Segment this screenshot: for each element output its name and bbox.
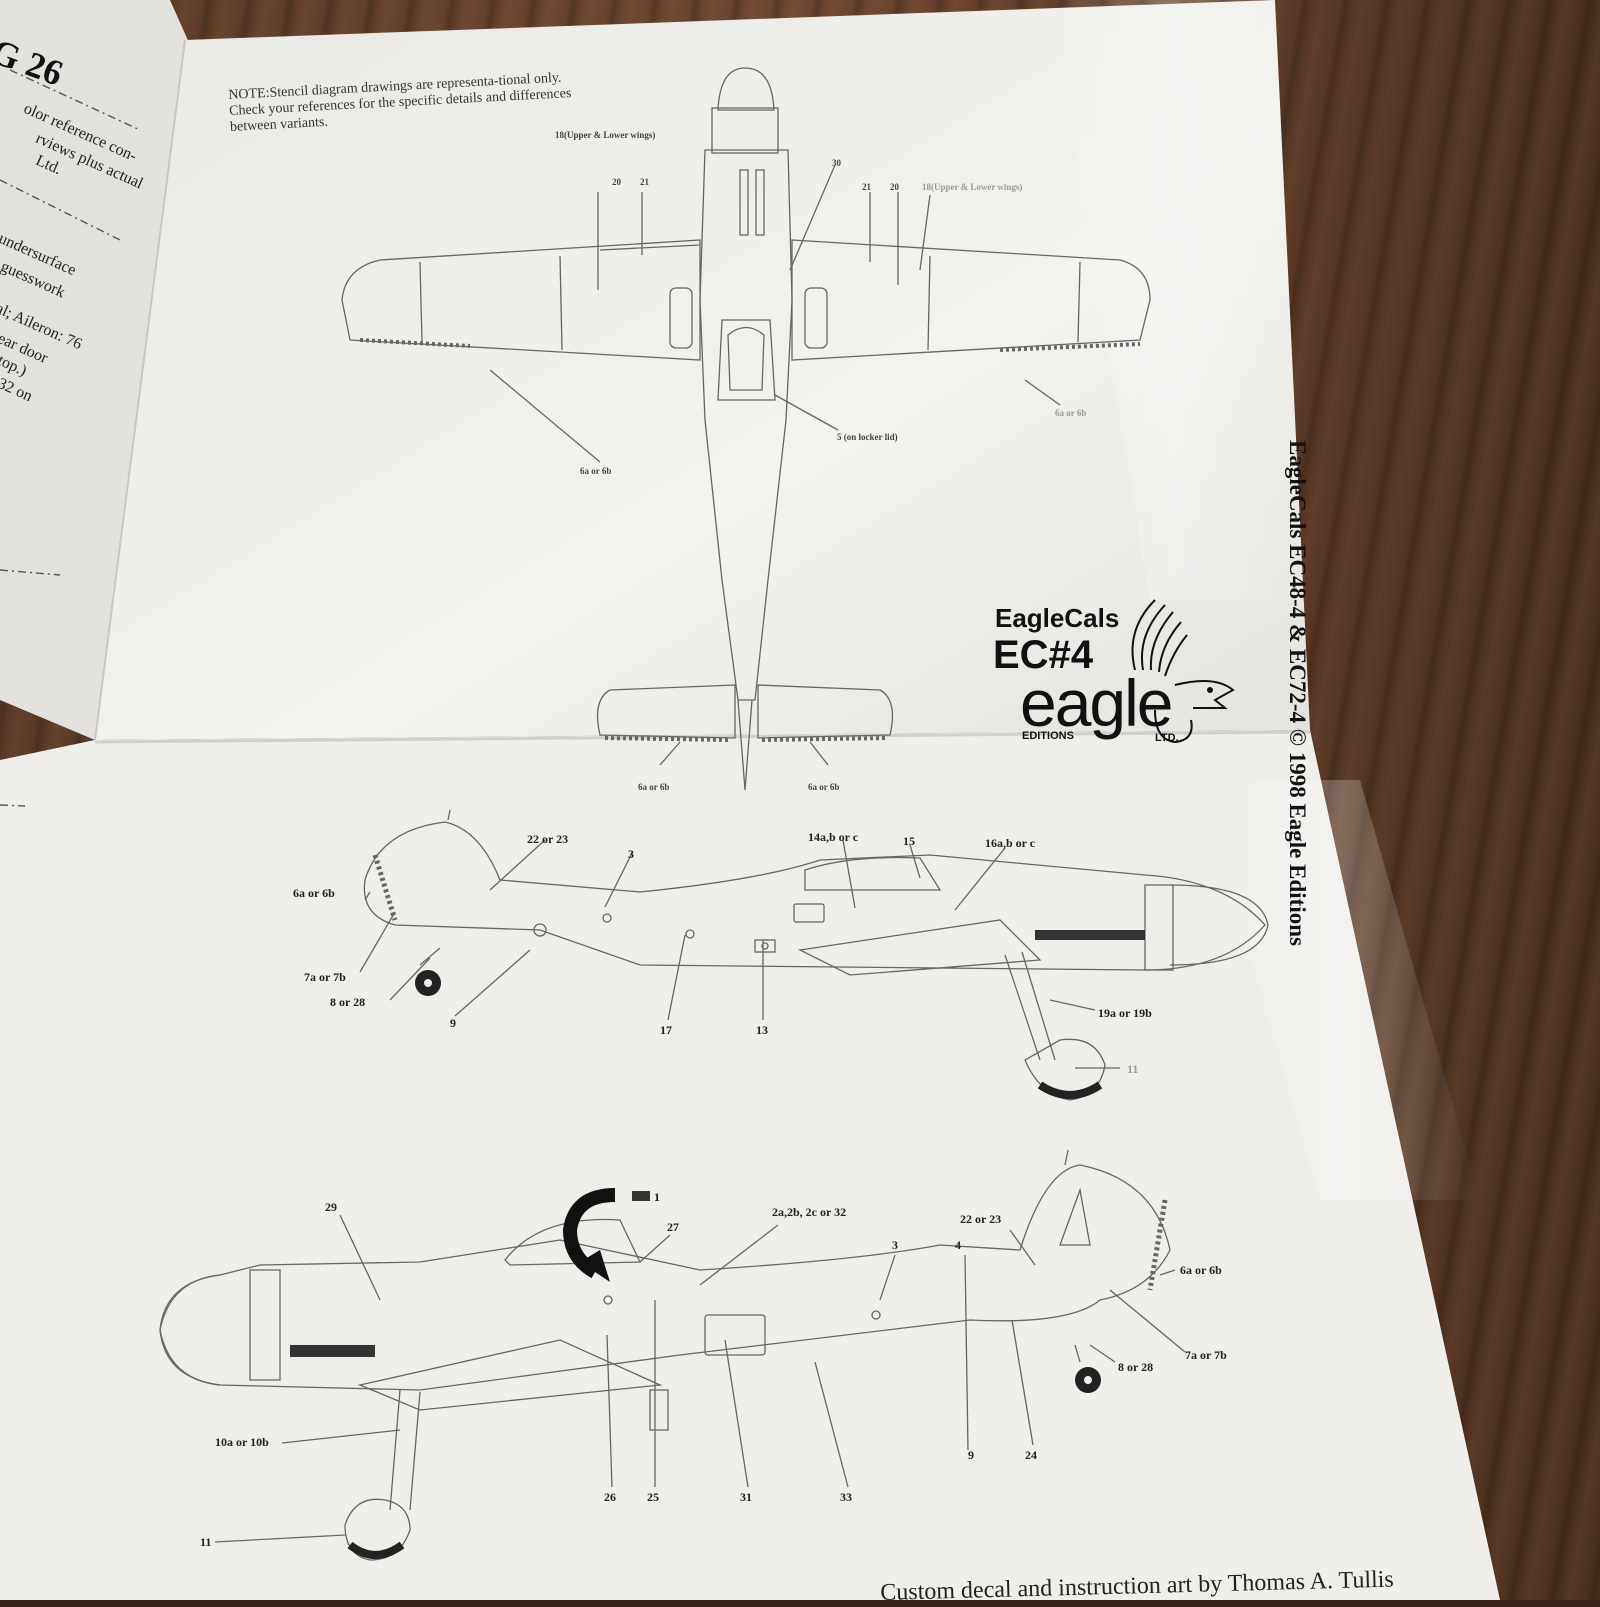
top-view-diagram bbox=[341, 67, 1151, 791]
label-17: 17 bbox=[660, 1023, 672, 1037]
label-15: 15 bbox=[903, 834, 915, 848]
label-10ab: 10a or 10b bbox=[215, 1435, 269, 1449]
decal-1-swatch bbox=[632, 1191, 650, 1201]
label-24: 24 bbox=[1025, 1448, 1037, 1462]
label-6ab-b: 6a or 6b bbox=[1180, 1263, 1222, 1277]
label-1: 1 bbox=[654, 1190, 660, 1204]
left-fold-line bbox=[94, 39, 186, 741]
label-6ab-tail-left: 6a or 6b bbox=[638, 782, 670, 792]
label-20-left: 20 bbox=[612, 177, 621, 187]
label-6ab-wing-right: 6a or 6b bbox=[1055, 408, 1087, 418]
label-29: 29 bbox=[325, 1200, 337, 1214]
label-20-right: 20 bbox=[890, 182, 899, 192]
label-30: 30 bbox=[832, 158, 841, 168]
left-side-view-diagram bbox=[159, 1149, 1186, 1561]
label-25: 25 bbox=[647, 1490, 659, 1504]
label-6ab-wing-left: 6a or 6b bbox=[580, 466, 612, 476]
left-column-dashes bbox=[0, 69, 141, 807]
label-8-or-28b: 8 or 28 bbox=[1118, 1360, 1154, 1374]
label-7ab-b: 7a or 7b bbox=[1185, 1348, 1227, 1362]
label-3b: 3 bbox=[892, 1238, 898, 1252]
label-26: 26 bbox=[604, 1490, 616, 1504]
eagle-head-logo-icon bbox=[1131, 599, 1235, 744]
label-33: 33 bbox=[840, 1490, 852, 1504]
label-4: 4 bbox=[955, 1238, 961, 1252]
label-14: 14a,b or c bbox=[808, 830, 859, 844]
light-glare-2 bbox=[1200, 780, 1480, 1200]
label-21-left: 21 bbox=[640, 177, 649, 187]
label-3: 3 bbox=[628, 847, 634, 861]
vertical-product-title: EagleCals EC48-4 & EC72-4 © 1998 Eagle E… bbox=[1285, 440, 1310, 946]
left-panel bbox=[0, 0, 190, 740]
label-16: 16a,b or c bbox=[985, 836, 1036, 850]
label-9b: 9 bbox=[968, 1448, 974, 1462]
right-side-view-diagram bbox=[359, 809, 1269, 1101]
label-18-left: 18(Upper & Lower wings) bbox=[555, 130, 656, 140]
brand-eaglecals: EagleCals bbox=[995, 603, 1120, 633]
label-31: 31 bbox=[740, 1490, 752, 1504]
label-22-or-23b: 22 or 23 bbox=[960, 1212, 1002, 1226]
label-22-or-23: 22 or 23 bbox=[527, 832, 569, 846]
label-21-right: 21 bbox=[862, 182, 871, 192]
label-11b: 11 bbox=[200, 1535, 212, 1549]
label-6ab-tail-right: 6a or 6b bbox=[808, 782, 840, 792]
label-2abc-or-32: 2a,2b, 2c or 32 bbox=[772, 1205, 847, 1219]
label-19: 19a or 19b bbox=[1098, 1006, 1152, 1020]
light-glare bbox=[1050, 0, 1300, 600]
label-8-or-28: 8 or 28 bbox=[330, 995, 366, 1009]
brand-editions: EDITIONS bbox=[1022, 730, 1074, 742]
label-11: 11 bbox=[1127, 1062, 1139, 1076]
label-13: 13 bbox=[756, 1023, 768, 1037]
label-7ab: 7a or 7b bbox=[304, 970, 346, 984]
brand-ec-number: EC#4 bbox=[993, 633, 1094, 677]
label-5-locker-lid: 5 (on locker lid) bbox=[837, 432, 898, 442]
brand-eagle-word: eagle bbox=[1020, 666, 1173, 740]
label-1-marker: 1 bbox=[632, 1190, 660, 1205]
label-6ab: 6a or 6b bbox=[293, 886, 335, 900]
label-27: 27 bbox=[667, 1220, 679, 1234]
label-18-right: 18(Upper & Lower wings) bbox=[922, 182, 1023, 192]
label-9: 9 bbox=[450, 1016, 456, 1030]
